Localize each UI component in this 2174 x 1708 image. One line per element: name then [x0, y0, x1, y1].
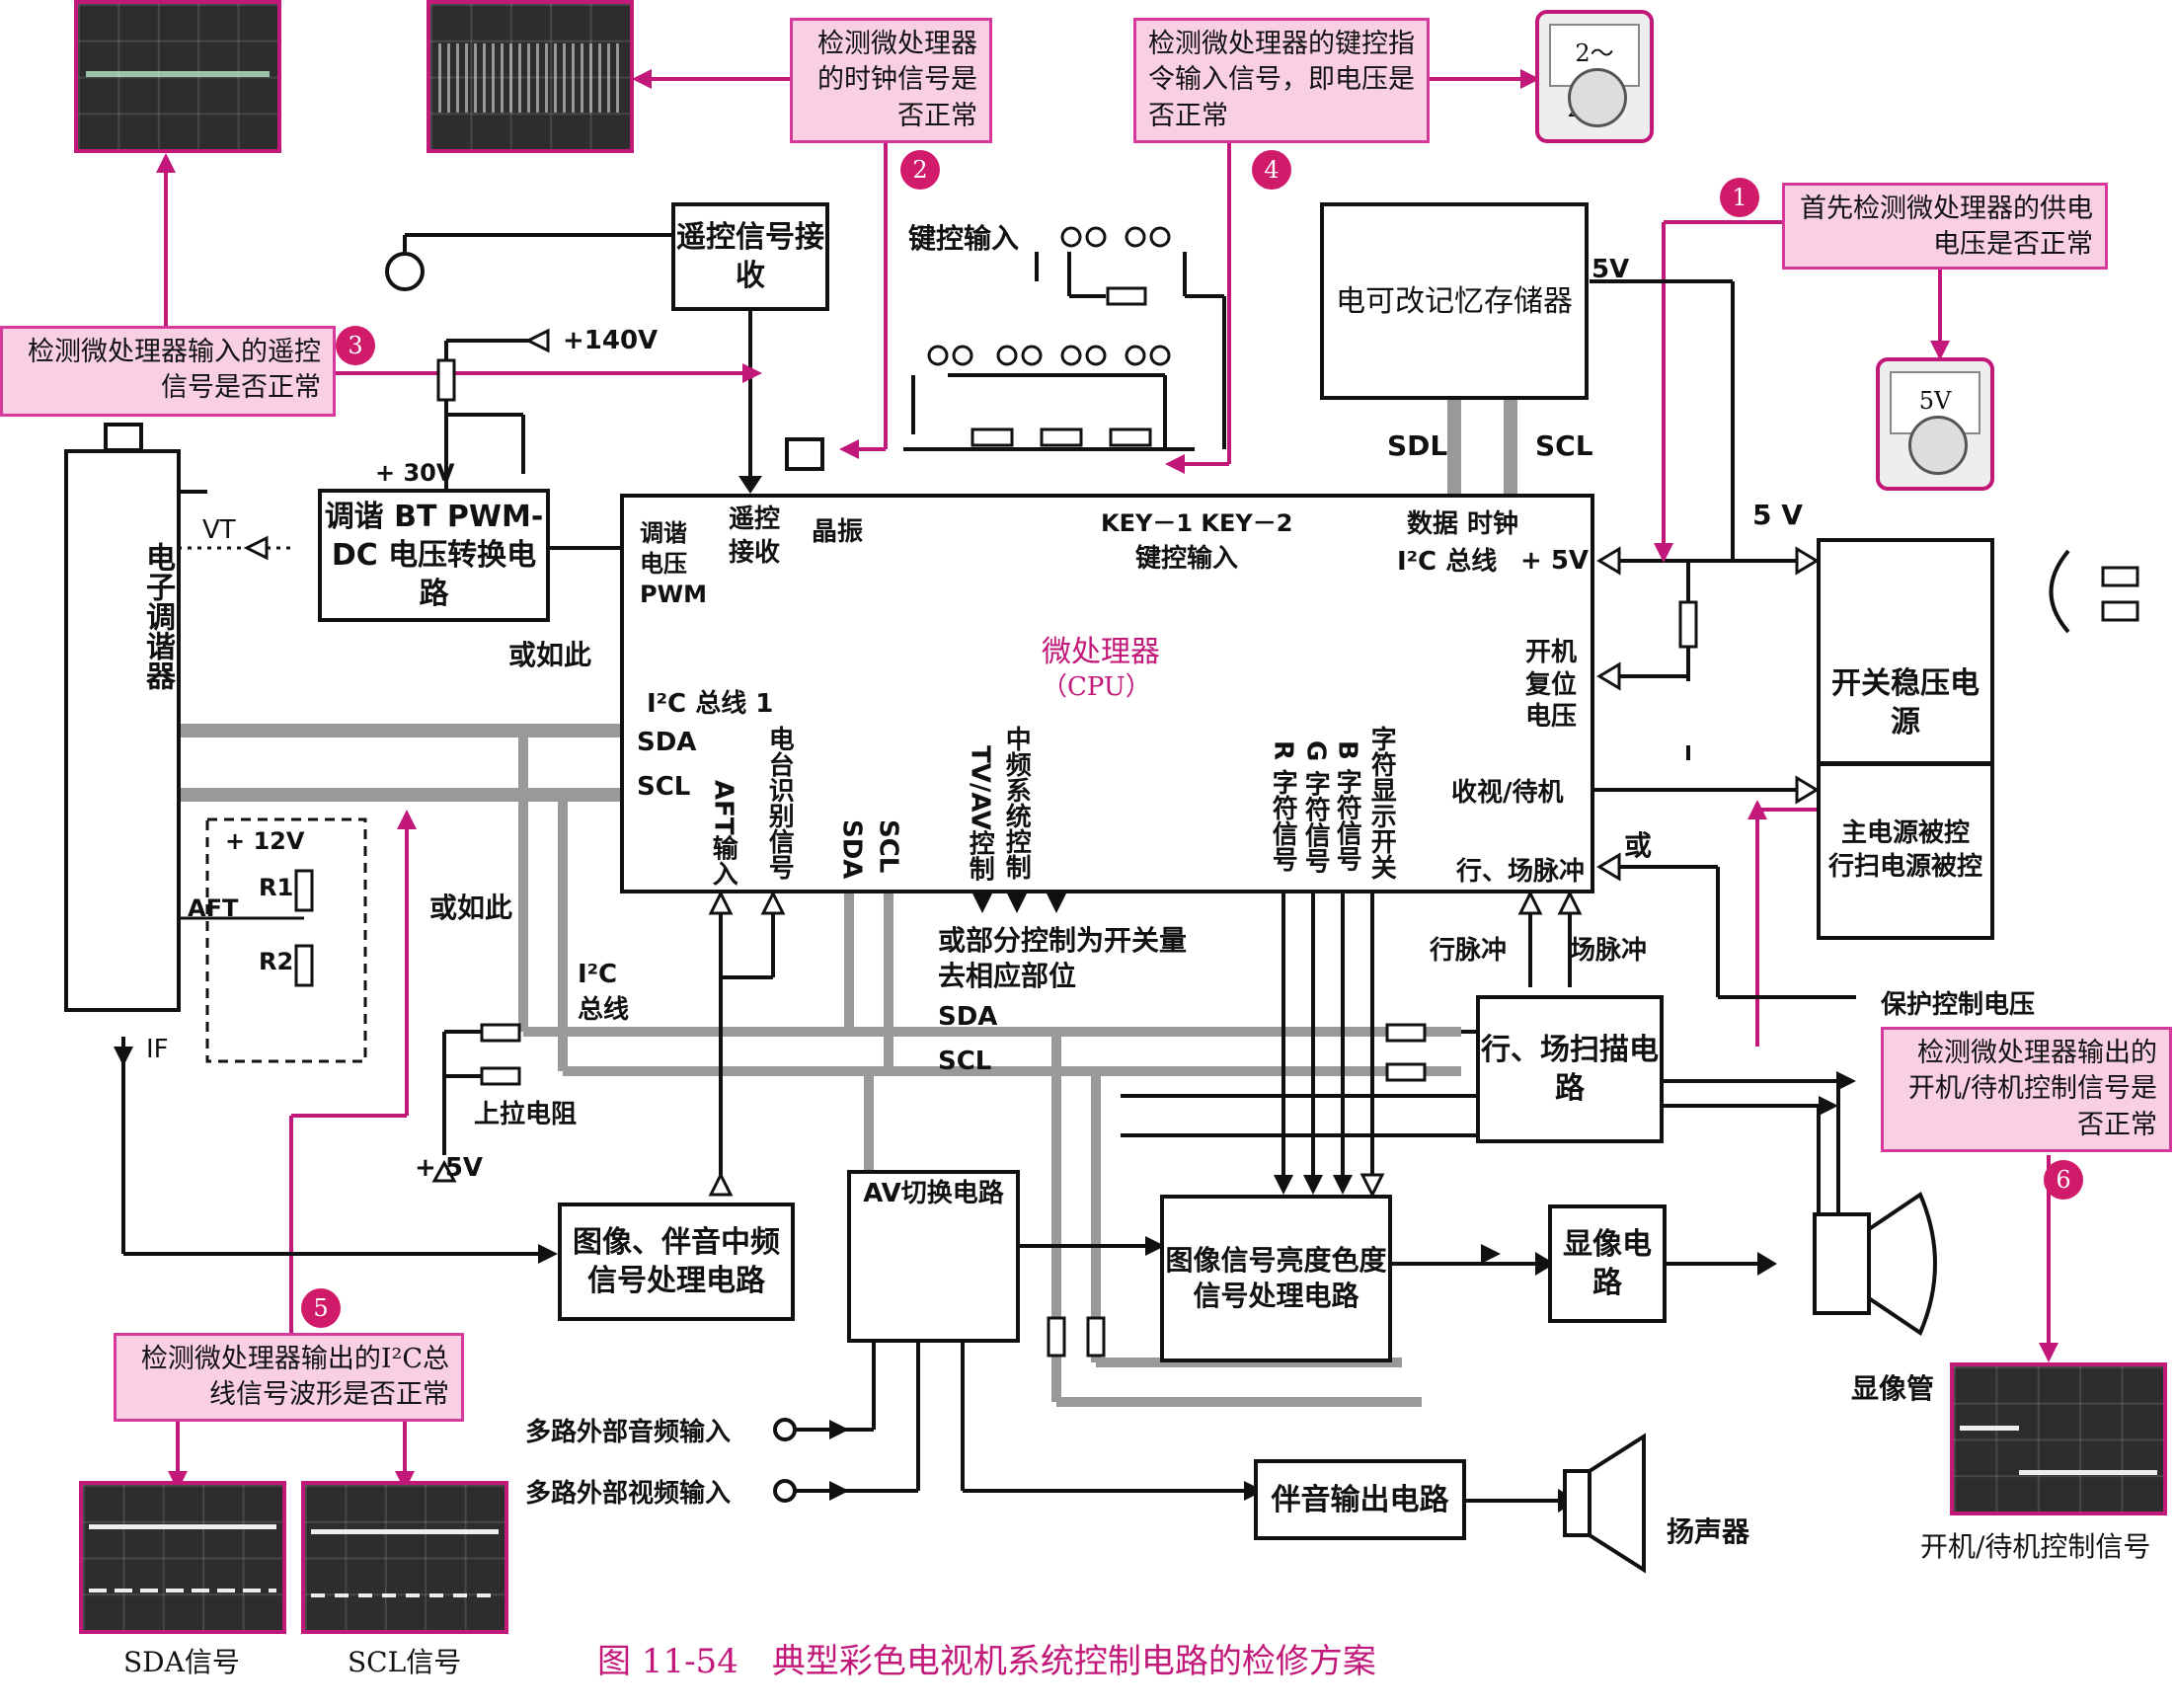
cpu-pin-i2c: I²C 总线	[1397, 547, 1498, 577]
label-or-1: 或如此	[508, 639, 592, 671]
block-video-processing: 图像信号亮度色度信号处理电路	[1160, 1195, 1392, 1362]
label-vt: VT	[202, 515, 236, 545]
cpu-pin-tvav: TV/AV控制	[965, 745, 995, 882]
cpu-pin-5v: + 5V	[1520, 546, 1590, 576]
scope-label-standby: 开机/待机控制信号	[1920, 1530, 2151, 1563]
block-tuning-pwm: 调谐 BT PWM-DC 电压转换电路	[318, 489, 550, 622]
step-number-1: 1	[1720, 178, 1759, 217]
cpu-pin-sda-v: SDA	[836, 819, 867, 880]
cpu-pin-g: G 字符信号	[1300, 740, 1331, 874]
label-key-input: 键控输入	[908, 222, 1020, 255]
cpu-pin-if-ctrl: 中频系统控制	[1001, 726, 1032, 880]
label-30v: + 30V	[375, 459, 455, 487]
label-r2: R2	[259, 948, 294, 975]
cpu-pin-key-input: 键控输入	[1135, 544, 1239, 574]
multimeter-key-voltage: 2～2.8V	[1535, 10, 1654, 143]
scope-sda-signal	[79, 1481, 286, 1634]
label-140v: +140V	[563, 326, 659, 355]
block-if-processing: 图像、伴音中频信号处理电路	[558, 1203, 795, 1321]
cpu-pin-tune-pwm: 调谐电压PWM	[640, 519, 707, 609]
scope-label-sda: SDA信号	[123, 1646, 240, 1678]
step-number-5: 5	[301, 1288, 341, 1328]
cpu-pin-power-reset: 开机复位电压	[1525, 638, 1578, 732]
block-scan: 行、场扫描电路	[1476, 995, 1664, 1143]
cpu-pin-station-id: 电台识别信号	[764, 726, 795, 880]
label-partial-control: 或部分控制为开关量去相应部位	[938, 924, 1188, 993]
label-speaker: 扬声器	[1667, 1515, 1750, 1548]
label-line-pulse: 行脉冲	[1430, 936, 1508, 966]
label-aft: AFT	[188, 894, 239, 922]
step-number-6: 6	[2044, 1160, 2083, 1200]
psu-main-controlled: 主电源被控	[1840, 818, 1970, 849]
label-field-pulse: 场脉冲	[1570, 936, 1648, 966]
callout-clock-check: 检测微处理器的时钟信号是否正常	[790, 18, 992, 143]
cpu-pin-data-clock: 数据 时钟	[1407, 509, 1519, 539]
cpu-pin-scl-v: SCL	[873, 819, 903, 874]
block-eeprom: 电可改记忆存储器	[1320, 202, 1589, 400]
callout-key-check: 检测微处理器的键控指令输入信号，即电压是否正常	[1133, 18, 1430, 143]
label-ext-video: 多路外部视频输入	[525, 1479, 732, 1509]
scope-clock-signal	[427, 0, 634, 153]
block-tuner: 电子调谐器	[64, 449, 181, 1012]
step-number-3: 3	[336, 326, 375, 365]
label-ext-audio: 多路外部音频输入	[525, 1418, 732, 1447]
callout-standby-check: 检测微处理器输出的开机/待机控制信号是否正常	[1881, 1027, 2172, 1152]
cpu-subtitle: （CPU）	[1042, 672, 1151, 702]
cpu-pin-char-switch: 字符显示开关	[1366, 726, 1397, 880]
meter-dial-icon	[1568, 68, 1627, 127]
label-scl-bus: SCL	[938, 1047, 992, 1076]
cpu-pin-r: R 字符信号	[1268, 740, 1298, 873]
block-display-circuit: 显像电路	[1548, 1204, 1667, 1323]
step-number-2: 2	[900, 150, 940, 190]
multimeter-supply-voltage: 5V	[1876, 357, 1994, 491]
callout-power-check: 首先检测微处理器的供电电压是否正常	[1782, 183, 2108, 270]
label-5v-right: 5 V	[1752, 499, 1803, 531]
cpu-pin-i2c1: I²C 总线 1	[647, 689, 774, 719]
block-av-switch: AV切换电路	[847, 1170, 1020, 1343]
label-protect: 保护控制电压	[1881, 990, 2036, 1020]
cpu-pin-aft-input: AFT输入	[708, 780, 738, 887]
cpu-pin-crystal: 晶振	[812, 517, 864, 547]
cpu-pin-standby: 收视/待机	[1451, 778, 1564, 808]
label-crt: 显像管	[1851, 1372, 1935, 1405]
label-pullup: 上拉电阻	[474, 1100, 578, 1129]
block-cpu	[620, 494, 1594, 893]
tuner-tab	[104, 423, 143, 452]
block-remote-receiver: 遥控信号接收	[671, 202, 829, 311]
block-audio-output: 伴音输出电路	[1254, 1459, 1466, 1540]
label-5v-bottom: + 5V	[415, 1153, 484, 1183]
scope-label-scl: SCL信号	[348, 1646, 462, 1678]
label-scl-eeprom: SCL	[1535, 429, 1593, 462]
label-sda-bus: SDA	[938, 1002, 998, 1032]
scope-standby-signal	[1950, 1362, 2167, 1515]
psu-line-controlled: 行扫电源被控	[1827, 852, 1982, 882]
step-number-4: 4	[1252, 150, 1291, 190]
block-switching-psu: 开关稳压电源	[1817, 538, 1994, 765]
scope-remote-signal	[74, 0, 281, 153]
cpu-pin-hv-pulse: 行、场脉冲	[1456, 857, 1586, 887]
label-or-3: 或	[1624, 829, 1653, 862]
cpu-pin-scl: SCL	[637, 772, 691, 802]
label-if: IF	[146, 1035, 169, 1064]
label-or-2: 或如此	[429, 892, 513, 924]
block-psu-control: 主电源被控 行扫电源被控	[1817, 762, 1994, 940]
label-i2c-bus-side: I²C 总线	[578, 960, 630, 1025]
cpu-pin-sda: SDA	[637, 728, 697, 757]
cpu-pin-remote: 遥控接收	[729, 505, 781, 568]
cpu-pin-b: B 字符信号	[1332, 740, 1362, 872]
callout-remote-check: 检测微处理器输入的遥控信号是否正常	[0, 326, 336, 417]
scope-scl-signal	[301, 1481, 508, 1634]
label-5v-eeprom: 5V	[1592, 255, 1630, 284]
cpu-title: 微处理器	[1042, 635, 1160, 669]
callout-i2c-check: 检测微处理器输出的I²C总线信号波形是否正常	[114, 1333, 464, 1422]
label-sdl: SDL	[1387, 429, 1448, 462]
cpu-pin-key: KEY－1 KEY－2	[1101, 509, 1293, 537]
label-12v: + 12V	[225, 827, 305, 855]
figure-caption: 图 11-54 典型彩色电视机系统控制电路的检修方案	[597, 1642, 1376, 1681]
meter-dial-icon	[1908, 416, 1968, 475]
label-r1: R1	[259, 874, 294, 901]
